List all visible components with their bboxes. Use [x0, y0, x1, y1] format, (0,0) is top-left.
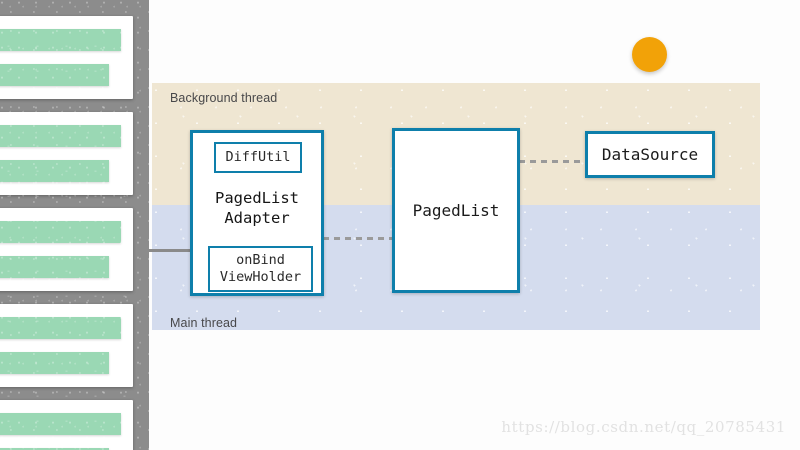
placeholder-bar — [0, 160, 109, 182]
placeholder-bar — [0, 448, 109, 450]
placeholder-bar — [0, 64, 109, 86]
recyclerview-to-adapter-connector — [149, 249, 192, 252]
list-item[interactable] — [0, 304, 133, 387]
paged-list-adapter-label: PagedList Adapter — [215, 189, 299, 227]
pagedlist-to-datasource-connector — [519, 160, 587, 163]
data-source-box[interactable]: DataSource — [585, 131, 715, 178]
placeholder-bar — [0, 29, 121, 51]
list-item[interactable] — [0, 400, 133, 450]
recycler-card-list — [0, 16, 133, 450]
list-item[interactable] — [0, 112, 133, 195]
placeholder-bar — [0, 125, 121, 147]
adapter-to-pagedlist-connector — [323, 237, 394, 240]
paged-list-adapter-box[interactable]: DiffUtil PagedList Adapter onBind ViewHo… — [190, 130, 324, 296]
placeholder-bar — [0, 352, 109, 374]
placeholder-bar — [0, 317, 121, 339]
main-thread-label: Main thread — [170, 316, 238, 330]
placeholder-bar — [0, 256, 109, 278]
accent-dot — [632, 37, 667, 72]
paged-list-box[interactable]: PagedList — [392, 128, 520, 293]
placeholder-bar — [0, 413, 121, 435]
recycler-view-panel — [0, 0, 149, 450]
list-item[interactable] — [0, 208, 133, 291]
on-bind-view-holder-box[interactable]: onBind ViewHolder — [208, 246, 313, 292]
list-item[interactable] — [0, 16, 133, 99]
background-thread-label: Background thread — [170, 91, 278, 105]
diff-util-box[interactable]: DiffUtil — [214, 142, 302, 173]
watermark-text: https://blog.csdn.net/qq_20785431 — [501, 418, 786, 436]
placeholder-bar — [0, 221, 121, 243]
